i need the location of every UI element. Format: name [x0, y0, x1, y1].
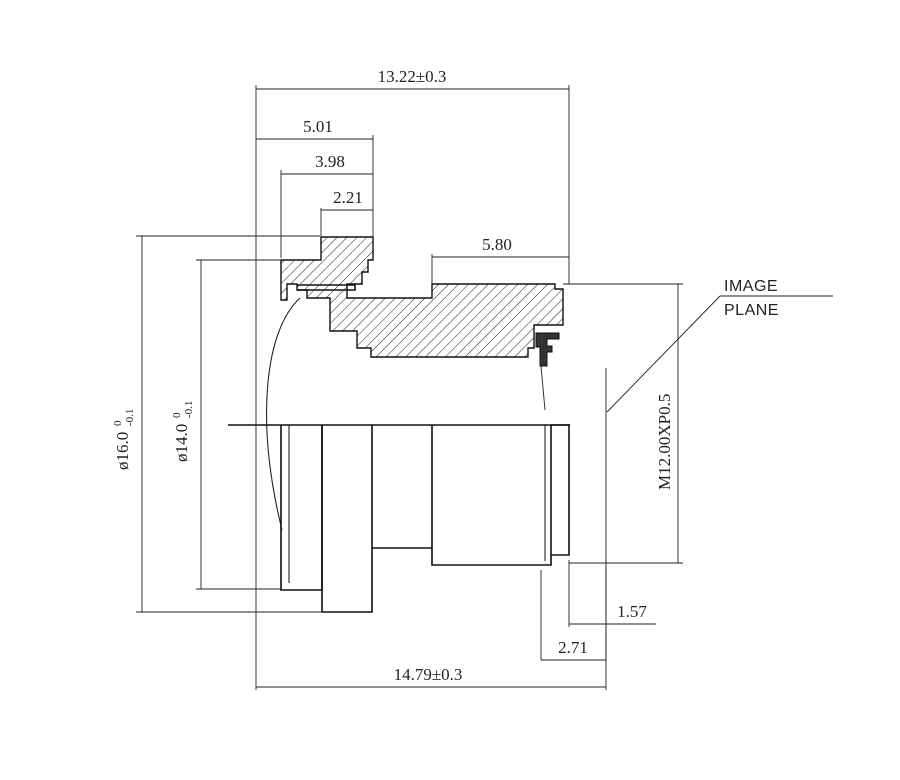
image-plane-leader: [606, 295, 721, 413]
rear-edge-line: [540, 365, 546, 411]
dim-thread: M12.00XP0.5: [655, 394, 674, 490]
rear-barrel: [431, 425, 552, 566]
rear-sleeve: [551, 424, 570, 556]
barrel-section: [280, 236, 564, 358]
dim-14-79: 14.79±0.3: [394, 665, 463, 684]
dim-2-21: 2.21: [333, 188, 363, 207]
dim-2-71: 2.71: [558, 638, 588, 657]
dim-dia14: ø14.0 0 -0.1: [171, 401, 195, 462]
dim-1-57: 1.57: [617, 602, 647, 621]
image-plane-label-1: IMAGE: [724, 278, 778, 295]
svg-text:0: 0: [112, 420, 124, 426]
svg-text:ø16.0: ø16.0: [113, 432, 132, 470]
svg-text:-0.1: -0.1: [124, 409, 136, 426]
retainer-ring: [297, 284, 356, 291]
dim-13-22: 13.22±0.3: [378, 67, 447, 86]
svg-text:ø14.0: ø14.0: [172, 424, 191, 462]
image-plane-label-2: PLANE: [724, 302, 779, 319]
rear-clip: [535, 332, 560, 367]
dim-5-01: 5.01: [303, 117, 333, 136]
svg-text:0: 0: [171, 412, 183, 418]
dim-dia16: ø16.0 0 -0.1: [112, 409, 136, 470]
front-lens-surface: [266, 297, 301, 531]
front-barrel: [321, 425, 373, 613]
dim-3-98: 3.98: [315, 152, 345, 171]
dim-5-80: 5.80: [482, 235, 512, 254]
front-flange: [280, 425, 323, 591]
svg-text:-0.1: -0.1: [183, 401, 195, 418]
